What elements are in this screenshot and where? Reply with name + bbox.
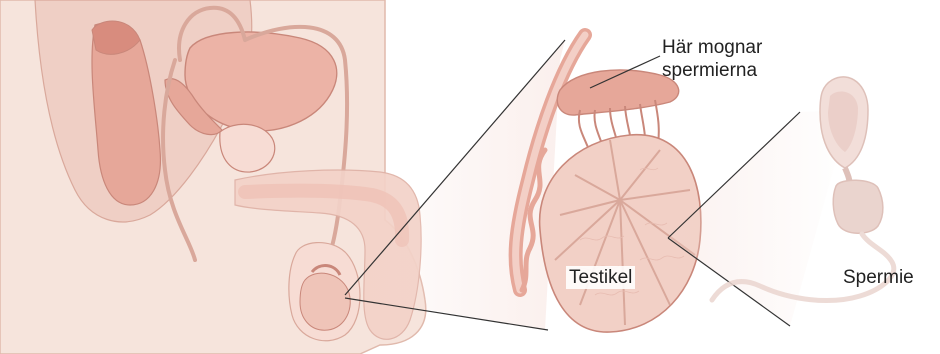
- sperm-label: Spermie: [843, 266, 914, 289]
- maturation-leader: [590, 56, 660, 88]
- testis-label: Testikel: [566, 266, 635, 289]
